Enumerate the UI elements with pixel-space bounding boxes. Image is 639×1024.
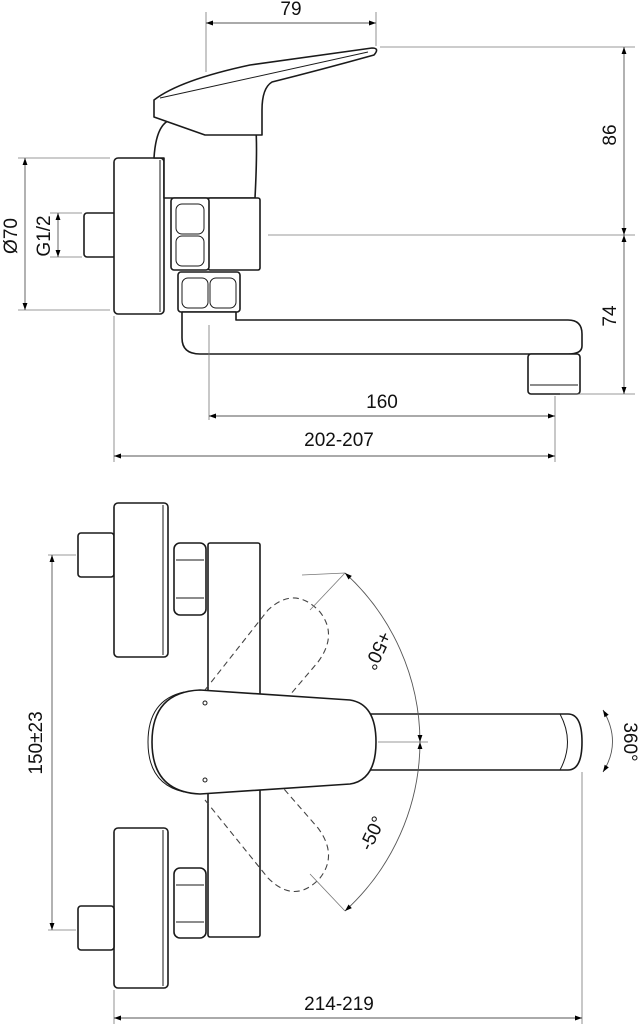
dim-spout-height: 74 <box>600 305 621 327</box>
connection-stub <box>83 212 117 258</box>
swivel-arrow <box>602 709 613 773</box>
dim-spout-swivel: 360° <box>619 722 639 761</box>
dim-rotation-minus: -50° <box>356 813 390 854</box>
top-view: +50° -50° 360° 150±23 214-219 <box>26 502 639 1024</box>
dim-flange-diameter: Ø70 <box>1 218 22 254</box>
dim-lever-reach: 79 <box>280 0 301 20</box>
lever-position-minus50 <box>204 749 330 892</box>
lower-stub <box>77 905 115 951</box>
dim-spout-length: 160 <box>366 392 398 413</box>
body-block <box>207 197 261 271</box>
spout <box>181 311 583 355</box>
lever-position-plus50 <box>204 597 330 743</box>
dim-overall-depth: 202-207 <box>304 430 374 451</box>
dim-centre-distance: 150±23 <box>26 711 47 774</box>
dim-connection-thread: G1/2 <box>34 215 55 256</box>
aerator <box>527 353 581 395</box>
upper-flange <box>113 502 169 658</box>
side-view: 79 86 74 160 202-207 Ø70 G1/2 <box>1 0 635 462</box>
lower-nut-top <box>173 867 207 939</box>
spout-top <box>369 713 583 771</box>
upper-nut-top <box>173 542 207 616</box>
upper-stub <box>77 532 115 578</box>
dim-overall-width: 214-219 <box>304 994 374 1015</box>
lower-flange <box>113 827 169 989</box>
lever-top <box>151 689 377 795</box>
wall-flange <box>113 157 165 315</box>
dim-rotation-plus: +50° <box>359 628 395 673</box>
dim-lever-height: 86 <box>600 124 621 145</box>
lever-handle <box>153 47 378 136</box>
